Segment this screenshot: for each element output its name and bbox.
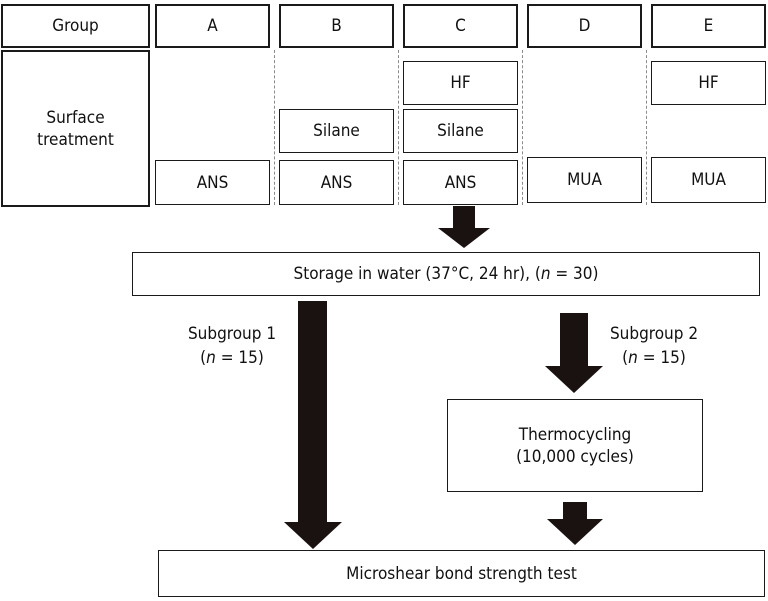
subgroup2-title: Subgroup 2 <box>609 324 699 344</box>
subgroup2-label: Subgroup 2 (n = 15) <box>598 322 710 370</box>
group-c-ans-label: ANS <box>444 172 477 193</box>
group-e-mua-box: MUA <box>651 157 766 203</box>
column-divider-de <box>646 50 647 205</box>
storage-box: Storage in water (37°C, 24 hr), (n = 30) <box>132 252 760 296</box>
subgroup2-n: (n = 15) <box>622 348 686 368</box>
thermocycling-box: Thermocycling (10,000 cycles) <box>447 399 703 492</box>
group-header-cell: Group <box>1 4 150 48</box>
group-c-ans-box: ANS <box>403 160 518 205</box>
group-c-hf-box: HF <box>403 61 518 105</box>
subgroup1-label: Subgroup 1 (n = 15) <box>176 322 288 370</box>
group-b-label: B <box>331 16 342 36</box>
group-d-label: D <box>578 16 591 36</box>
group-b-ans-label: ANS <box>320 172 353 193</box>
subgroup1-n: (n = 15) <box>200 348 264 368</box>
group-c-hf-label: HF <box>450 73 471 93</box>
group-e-label: E <box>703 16 714 36</box>
group-d-mua-box: MUA <box>527 157 642 203</box>
group-e-hf-box: HF <box>651 61 766 105</box>
arrow-subgroup1-to-test <box>284 301 342 549</box>
storage-label: Storage in water (37°C, 24 hr), (n = 30) <box>293 264 599 284</box>
group-e-hf-label: HF <box>698 73 719 93</box>
column-divider-ab <box>274 50 275 205</box>
group-a-ans-box: ANS <box>155 160 270 205</box>
microshear-test-box: Microshear bond strength test <box>158 550 765 597</box>
column-divider-cd <box>522 50 523 205</box>
microshear-test-label: Microshear bond strength test <box>346 563 577 584</box>
subgroup1-title: Subgroup 1 <box>187 324 277 344</box>
group-a-cell: A <box>155 4 270 48</box>
group-d-cell: D <box>527 4 642 48</box>
group-e-mua-label: MUA <box>691 170 726 190</box>
group-a-ans-label: ANS <box>196 172 229 193</box>
group-d-mua-label: MUA <box>567 170 602 190</box>
group-c-label: C <box>455 16 466 36</box>
surface-treatment-label-line1: Surface <box>46 107 105 128</box>
group-c-silane-label: Silane <box>437 121 484 141</box>
thermocycling-line2: (10,000 cycles) <box>516 446 634 467</box>
arrow-down-to-storage <box>438 206 490 248</box>
group-c-cell: C <box>403 4 518 48</box>
group-b-silane-label: Silane <box>313 121 360 141</box>
group-header-label: Group <box>52 16 99 36</box>
surface-treatment-label-box: Surface treatment <box>1 50 150 207</box>
arrow-subgroup2-to-thermocycling <box>545 313 603 393</box>
arrow-thermocycling-to-test <box>547 502 603 545</box>
group-b-silane-box: Silane <box>279 109 394 153</box>
group-a-label: A <box>207 16 218 36</box>
surface-treatment-label-line2: treatment <box>37 129 114 150</box>
group-b-cell: B <box>279 4 394 48</box>
group-e-cell: E <box>651 4 766 48</box>
thermocycling-line1: Thermocycling <box>518 424 632 445</box>
group-b-ans-box: ANS <box>279 160 394 205</box>
group-c-silane-box: Silane <box>403 109 518 153</box>
column-divider-bc <box>398 50 399 205</box>
